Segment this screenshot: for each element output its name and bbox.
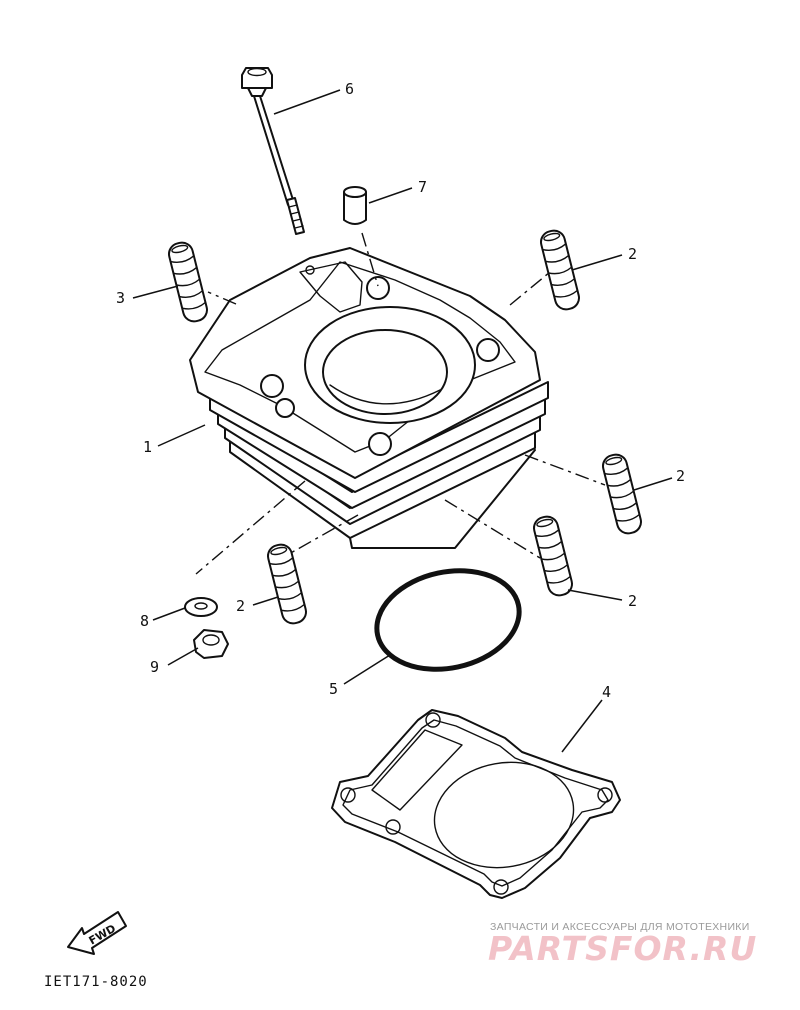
cylinder-base-gasket <box>331 709 621 899</box>
callout-3: 3 <box>116 289 125 307</box>
fwd-arrow-icon: FWD <box>67 911 127 955</box>
assembly-lines <box>195 232 606 575</box>
watermark-tagline: ЗАПЧАСТИ И АКСЕССУАРЫ ДЛЯ МОТОТЕХНИКИ <box>490 921 750 933</box>
callout-2: 2 <box>236 597 245 615</box>
stud-bolt-2-lower-right <box>533 515 573 597</box>
watermark: ЗАПЧАСТИ И АКСЕССУАРЫ ДЛЯ МОТОТЕХНИКИ PA… <box>488 921 757 968</box>
diagram-code: IET171-8020 <box>44 974 148 990</box>
o-ring <box>374 568 522 672</box>
callout-2: 2 <box>628 592 637 610</box>
callout-4: 4 <box>602 683 611 701</box>
watermark-logo: PARTSFOR.RU <box>488 929 757 968</box>
nut <box>193 629 229 659</box>
stud-bolt-3 <box>168 241 208 323</box>
callout-5: 5 <box>329 680 338 698</box>
callout-2: 2 <box>676 467 685 485</box>
cylinder-head-bolt <box>241 67 305 235</box>
callout-8: 8 <box>140 612 149 630</box>
stud-bolt-2-upper-right <box>540 229 580 311</box>
callout-7: 7 <box>418 178 427 196</box>
stud-bolt-2-lower-left <box>267 543 307 625</box>
dowel-pin <box>343 186 367 225</box>
washer <box>184 597 218 617</box>
callout-9: 9 <box>150 658 159 676</box>
callout-numbers: 6 7 2 3 1 2 2 2 8 9 5 4 <box>116 80 685 701</box>
callout-2: 2 <box>628 245 637 263</box>
callout-1: 1 <box>143 438 152 456</box>
leader-lines <box>132 89 673 753</box>
callout-6: 6 <box>345 80 354 98</box>
cylinder-block <box>189 247 549 549</box>
stud-bolt-2-right <box>602 453 642 535</box>
